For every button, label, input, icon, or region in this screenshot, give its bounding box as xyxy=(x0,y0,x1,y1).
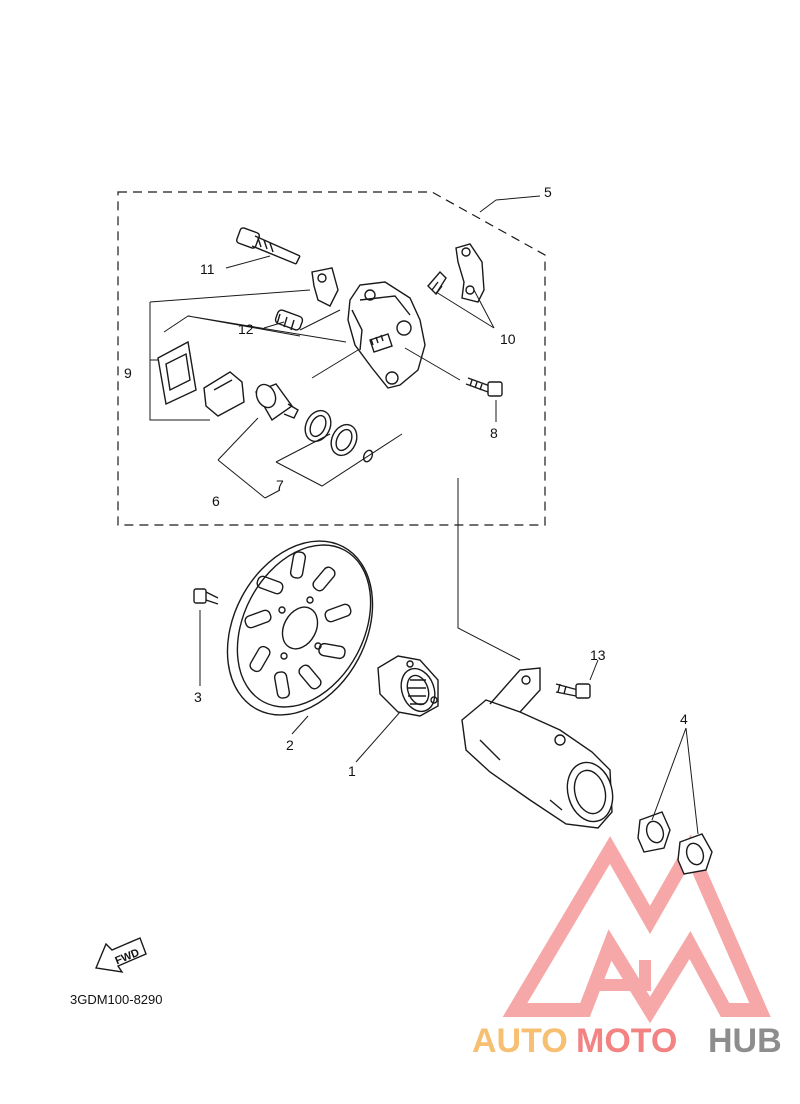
caliper-bracket-small xyxy=(311,267,339,307)
part-3-bolt xyxy=(193,588,219,605)
callout-12: 12 xyxy=(238,321,254,337)
assembly-leader-lines xyxy=(149,289,461,499)
svg-text:MOTO: MOTO xyxy=(576,1022,677,1060)
callout-6: 6 xyxy=(212,493,220,509)
callout-10: 10 xyxy=(500,331,516,347)
part-4-nuts xyxy=(637,811,713,875)
mount-leader-line xyxy=(457,478,521,661)
callout-8: 8 xyxy=(490,425,498,441)
callout-9: 9 xyxy=(124,365,132,381)
svg-text:HUB: HUB xyxy=(708,1022,782,1060)
part-10-bracket xyxy=(427,243,485,303)
callout-11: 11 xyxy=(200,261,215,277)
part-7-seals xyxy=(304,409,374,463)
callout-4: 4 xyxy=(680,711,688,727)
fwd-arrow-icon: FWD xyxy=(95,937,147,973)
watermark-text: AUTO MOTO HUB xyxy=(472,1022,782,1060)
part-11-bolt xyxy=(236,227,301,265)
watermark-logo xyxy=(502,834,771,1024)
callout-1: 1 xyxy=(348,763,356,779)
callout-2: 2 xyxy=(286,737,294,753)
part-13-bolt xyxy=(555,683,591,699)
callout-7: 7 xyxy=(276,477,284,493)
callout-leaders xyxy=(199,195,699,835)
callout-3: 3 xyxy=(194,689,202,705)
callout-5: 5 xyxy=(544,184,552,200)
caliper-body xyxy=(347,281,426,389)
part-1-hub xyxy=(377,655,439,717)
part-8-bolt xyxy=(465,377,503,397)
svg-text:AUTO: AUTO xyxy=(472,1022,568,1060)
part-12-pin xyxy=(274,309,304,331)
part-6-piston xyxy=(254,383,299,422)
callout-13: 13 xyxy=(590,647,606,663)
caliper-assembly-outline xyxy=(117,191,546,526)
part-9-brake-pads xyxy=(157,340,245,417)
diagram-code: 3GDM100-8290 xyxy=(70,992,163,1007)
axle-carrier-housing xyxy=(461,667,614,829)
part-2-brake-disc xyxy=(226,540,374,716)
